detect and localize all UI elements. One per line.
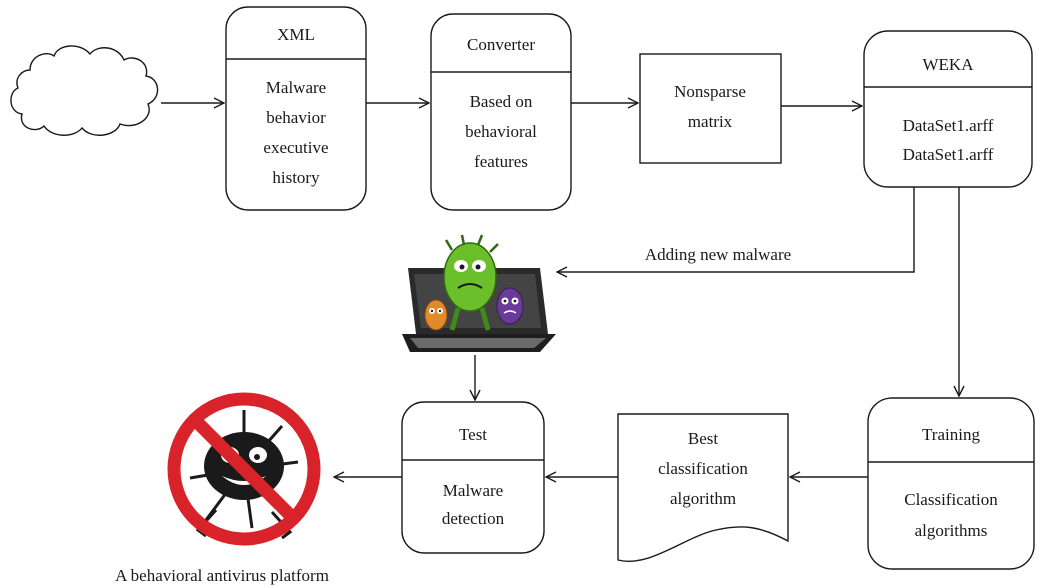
training-box-line-1: Classification: [904, 490, 998, 509]
xml-box-line-4: history: [272, 168, 320, 187]
best-box-line-3: algorithm: [670, 489, 736, 508]
test-box-line-1: Malware: [443, 481, 503, 500]
converter-box: Converter Based on behavioral features: [430, 13, 572, 211]
caption: A behavioral antivirus platform: [115, 566, 329, 585]
adding-new-malware-label: Adding new malware: [645, 245, 791, 264]
training-box: Training Classification algorithms: [867, 397, 1035, 570]
weka-box-header: WEKA: [923, 55, 975, 74]
xml-box-header: XML: [277, 25, 315, 44]
converter-box-line-1: Based on: [470, 92, 533, 111]
training-box-line-2: algorithms: [915, 521, 988, 540]
training-box-header: Training: [922, 425, 980, 444]
xml-box: XML Malware behavior executive history: [225, 6, 367, 211]
xml-box-line-3: executive: [263, 138, 328, 157]
laptop-malware-icon: [402, 234, 556, 352]
weka-box: WEKA DataSet1.arff DataSet1.arff: [863, 30, 1033, 188]
nonsparse-box-line-1: Nonsparse: [674, 82, 746, 101]
test-box-header: Test: [459, 425, 487, 444]
best-box-line-2: classification: [658, 459, 748, 478]
nonsparse-box-line-2: matrix: [688, 112, 733, 131]
cloud-icon: [10, 45, 159, 136]
test-box: Test Malware detection: [401, 401, 545, 554]
converter-box-header: Converter: [467, 35, 535, 54]
xml-box-line-1: Malware: [266, 78, 326, 97]
arrow-weka-to-laptop: [557, 187, 915, 272]
converter-box-line-2: behavioral: [465, 122, 537, 141]
converter-box-line-3: features: [474, 152, 528, 171]
no-malware-icon: [167, 392, 321, 546]
best-classification-box: Best classification algorithm: [617, 413, 789, 562]
xml-box-line-2: behavior: [266, 108, 326, 127]
weka-box-line-1: DataSet1.arff: [903, 116, 994, 135]
test-box-line-2: detection: [442, 509, 505, 528]
weka-box-line-2: DataSet1.arff: [903, 145, 994, 164]
nonsparse-matrix-box: Nonsparse matrix: [639, 53, 782, 164]
best-box-line-1: Best: [688, 429, 719, 448]
